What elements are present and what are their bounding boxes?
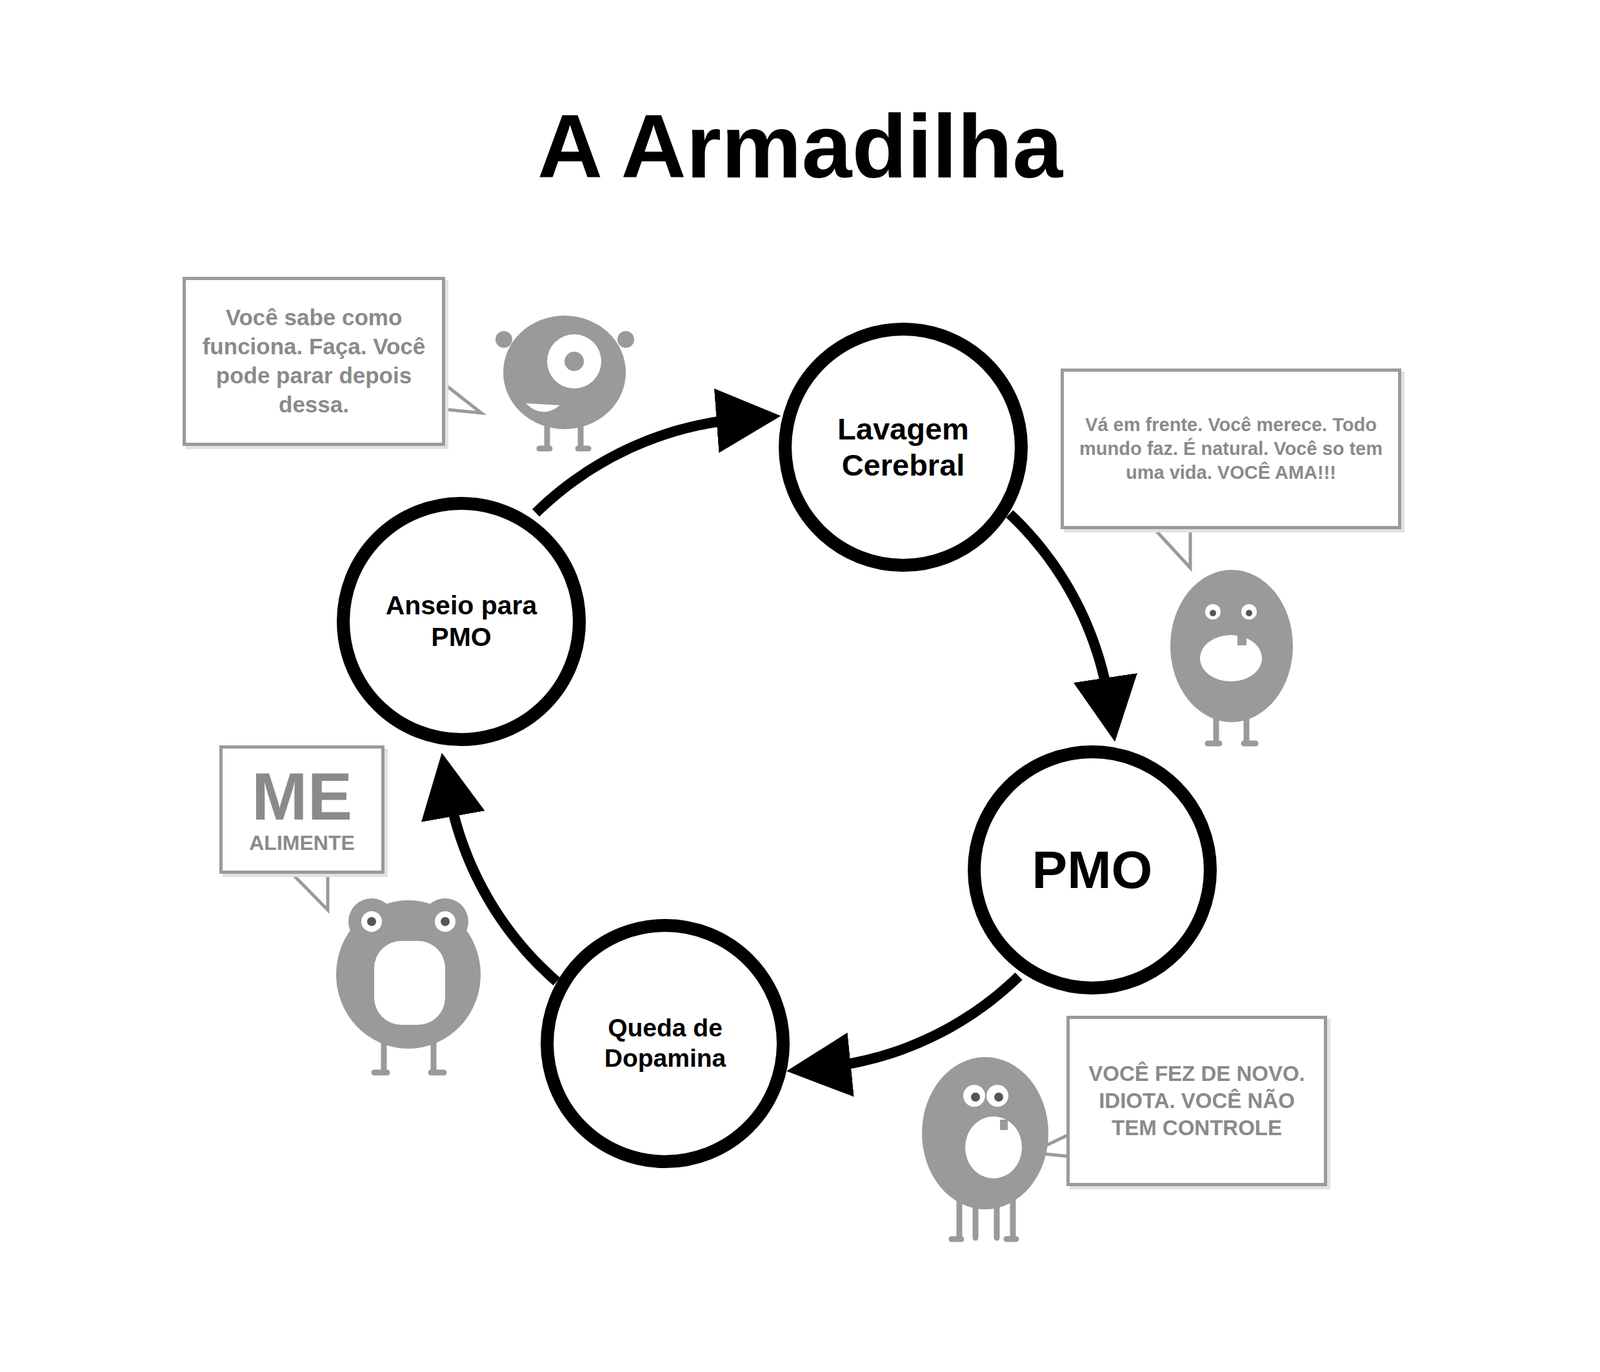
circle-outline — [974, 751, 1211, 988]
circle-outline — [343, 503, 580, 740]
circle-outline — [540, 918, 790, 1168]
speech-text: ME — [251, 762, 353, 830]
monster — [495, 315, 635, 449]
node-label: Lavagem Cerebral — [822, 410, 984, 484]
cycle-circle: Lavagem Cerebral — [778, 322, 1028, 572]
speech-bubble: MEALIMENTE — [219, 745, 385, 874]
monster — [336, 898, 481, 1073]
circle-outline — [778, 322, 1028, 572]
speech-bubble: VOCÊ FEZ DE NOVO. IDIOTA. VOCÊ NÃO TEM C… — [1066, 1015, 1328, 1186]
cycle-arrow — [821, 976, 1019, 1068]
bubble-tail — [1152, 526, 1191, 568]
cycle-circle: Queda de Dopamina — [540, 918, 790, 1168]
node-label: PMO — [1032, 843, 1153, 897]
circle-outline — [336, 496, 586, 746]
cycle-arrow — [447, 787, 557, 982]
cycle-circle: Anseio para PMO — [336, 496, 586, 746]
monster — [1170, 569, 1293, 744]
speech-text: VOCÊ FEZ DE NOVO. IDIOTA. VOCÊ NÃO TEM C… — [1081, 1060, 1313, 1142]
bubble-tail — [442, 382, 482, 413]
cycle-arrow — [1009, 513, 1110, 708]
cycle-circle: PMO — [967, 745, 1217, 995]
speech-bubble: Vá em frente. Você merece. Todo mundo fa… — [1060, 368, 1402, 530]
cycle-arrow — [536, 418, 747, 513]
speech-text: ALIMENTE — [249, 829, 355, 857]
circle-outline — [547, 925, 784, 1162]
diagram-title: A Armadilha — [0, 96, 1600, 197]
speech-text: Você sabe como funciona. Faça. Você pode… — [197, 303, 431, 419]
node-label: Queda de Dopamina — [587, 1012, 743, 1074]
speech-text: Vá em frente. Você merece. Todo mundo fa… — [1076, 412, 1386, 485]
circle-outline — [785, 329, 1022, 566]
node-label: Anseio para PMO — [383, 589, 539, 653]
bubble-tail — [289, 870, 328, 910]
speech-bubble: Você sabe como funciona. Faça. Você pode… — [182, 276, 446, 446]
monster — [921, 1056, 1049, 1239]
